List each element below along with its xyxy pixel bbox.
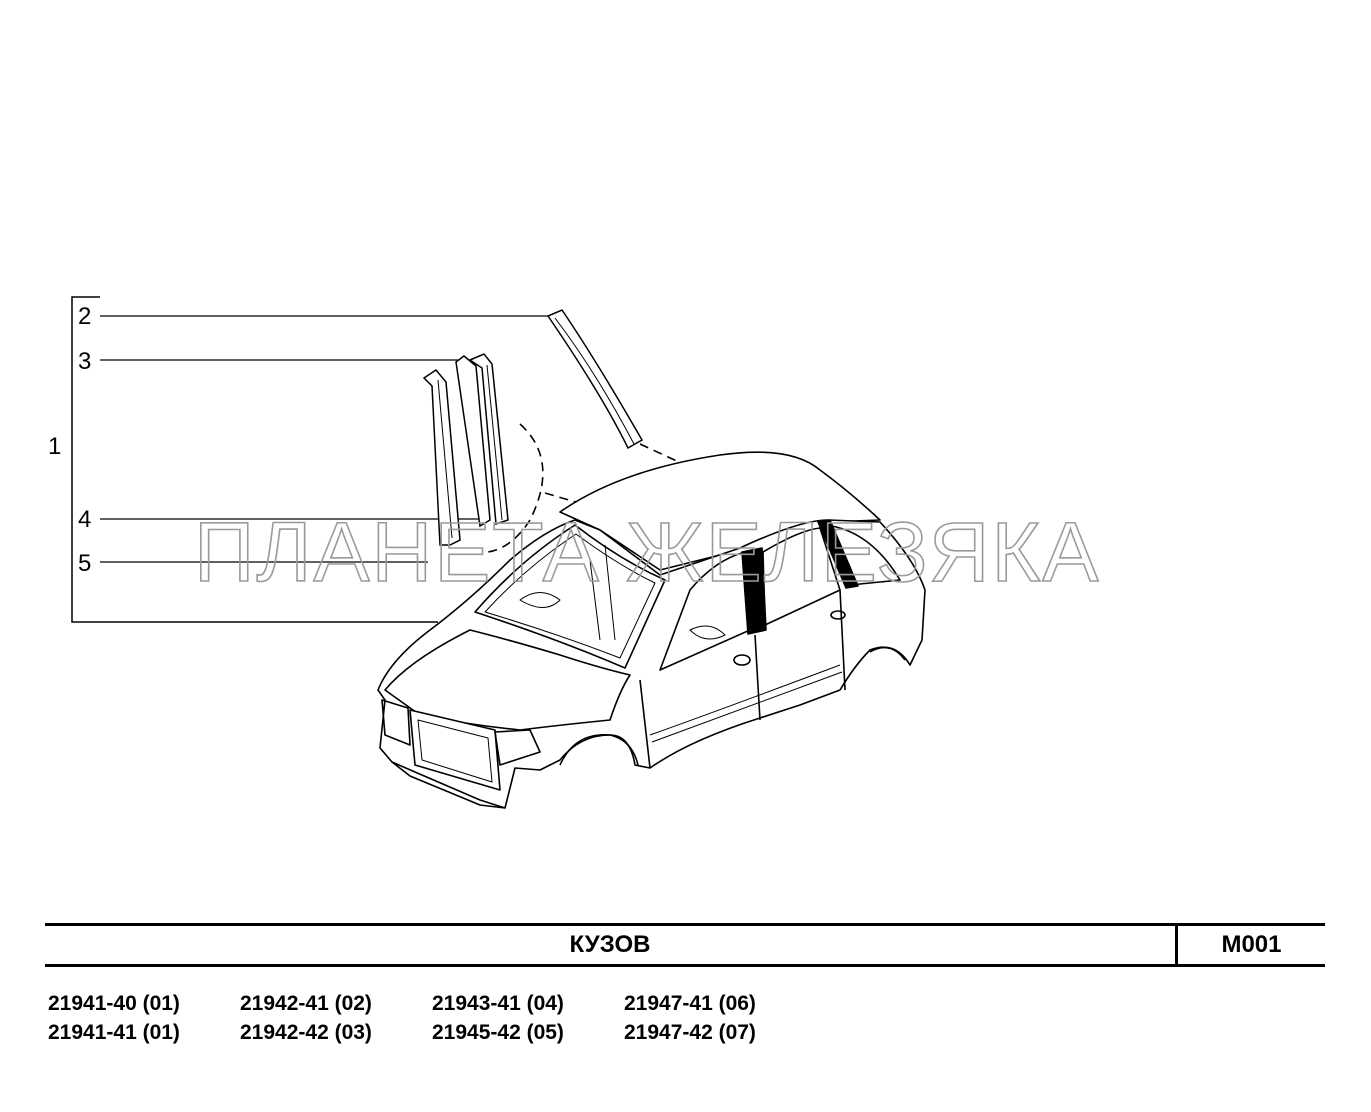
model-code: 21941-41 (01) <box>48 1021 180 1044</box>
model-code: 21945-42 (05) <box>432 1021 564 1044</box>
watermark-text: ПЛАНЕТА ЖЕЛЕЗЯКА <box>194 505 1100 599</box>
part-3-pillar-trim <box>455 353 509 528</box>
model-list: 21941-40 (01) 21942-41 (02) 21943-41 (04… <box>48 990 816 1046</box>
model-code: 21941-40 (01) <box>48 992 180 1015</box>
title-block: КУЗОВ M001 <box>45 923 1325 967</box>
callout-5: 5 <box>78 550 91 577</box>
model-code: 21942-41 (02) <box>240 992 372 1015</box>
model-code: 21943-41 (04) <box>432 992 564 1015</box>
part-5-pillar-trim <box>422 369 461 546</box>
car-body <box>377 451 926 809</box>
section-code: M001 <box>1221 931 1282 958</box>
callout-bracket <box>71 296 438 623</box>
callout-3: 3 <box>78 348 91 375</box>
leader-lines <box>100 315 548 563</box>
model-code: 21947-42 (07) <box>624 1021 756 1044</box>
section-title: КУЗОВ <box>45 926 1178 964</box>
model-code: 21942-42 (03) <box>240 1021 372 1044</box>
callout-2: 2 <box>78 303 91 330</box>
model-code: 21947-41 (06) <box>624 992 756 1015</box>
part-2-pillar-trim <box>546 309 644 450</box>
callout-1: 1 <box>48 433 61 460</box>
callout-4: 4 <box>78 506 91 533</box>
